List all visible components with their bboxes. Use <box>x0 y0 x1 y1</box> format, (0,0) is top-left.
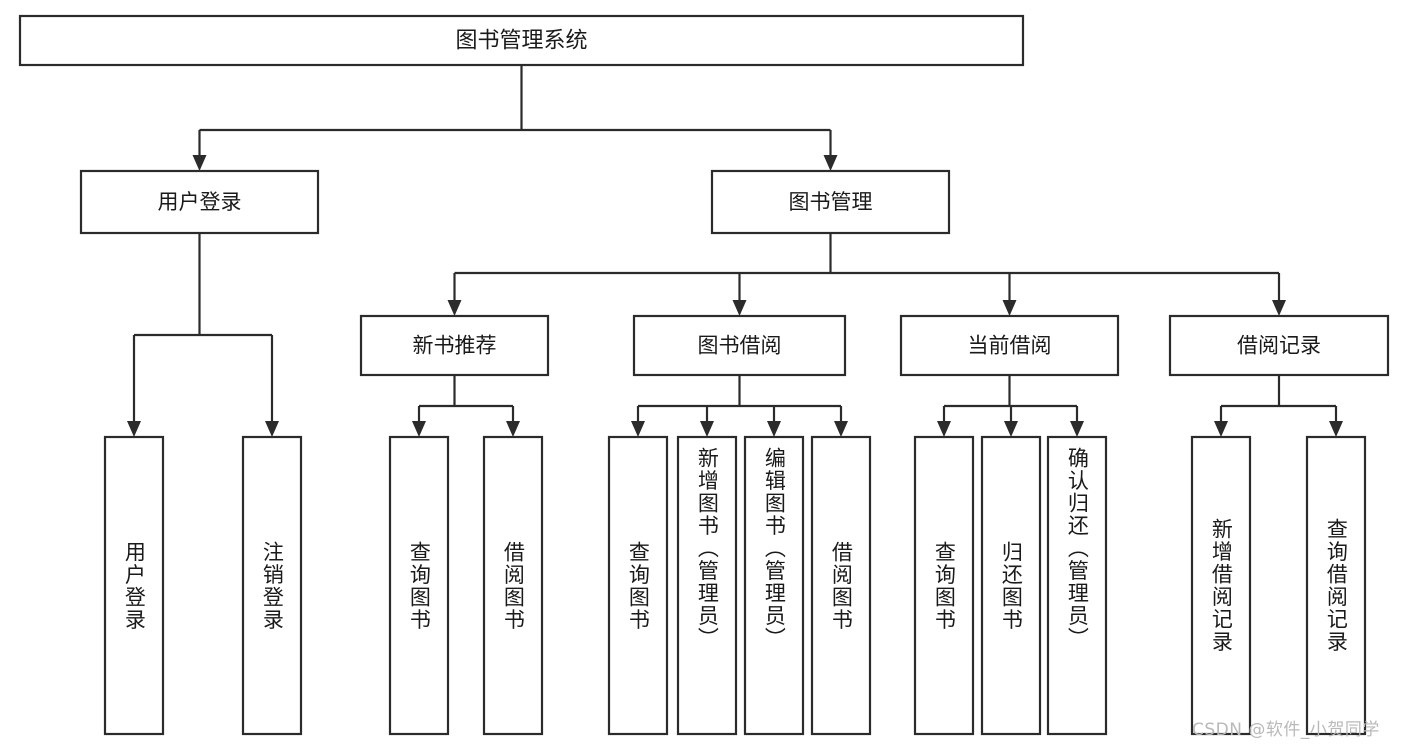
node-label: 用户登录 <box>158 190 242 214</box>
arrow-head-icon <box>767 421 781 437</box>
node-rect <box>388 435 450 736</box>
arrow-head-icon <box>1070 421 1084 437</box>
node-rect <box>743 435 805 736</box>
arrow-head-icon <box>127 421 141 437</box>
node-label: 新书推荐 <box>413 334 497 358</box>
node-rect <box>18 14 1025 67</box>
node-rect <box>899 314 1120 377</box>
arrow-head-icon <box>1272 300 1286 316</box>
arrow-head-icon <box>1002 300 1017 316</box>
node-leaf-0[interactable] <box>103 435 165 736</box>
node-rect <box>79 169 320 235</box>
node-leaf-12[interactable] <box>1305 435 1367 736</box>
node-level2-0[interactable]: 用户登录 <box>79 169 320 235</box>
node-rect <box>1168 314 1390 377</box>
node-label: 图书借阅 <box>698 334 782 358</box>
node-leaf-7[interactable] <box>810 435 872 736</box>
arrow-head-icon <box>192 155 207 171</box>
arrow-head-icon <box>412 421 426 437</box>
node-rect <box>980 435 1042 736</box>
arrow-head-icon <box>447 300 462 316</box>
node-leaf-10[interactable] <box>1046 435 1108 736</box>
arrow-head-icon <box>732 300 747 316</box>
node-rect <box>632 314 847 377</box>
arrow-head-icon <box>700 421 714 437</box>
node-level3-2[interactable]: 当前借阅 <box>899 314 1120 377</box>
node-leaf-3[interactable] <box>482 435 544 736</box>
arrow-head-icon <box>834 421 848 437</box>
node-label: 图书管理 <box>789 190 873 214</box>
node-leaf-1[interactable] <box>241 435 303 736</box>
arrow-head-icon <box>506 421 520 437</box>
arrow-head-icon <box>823 155 838 171</box>
node-rect <box>676 435 738 736</box>
node-rect <box>1046 435 1108 736</box>
node-label: 借阅记录 <box>1237 334 1321 358</box>
node-leaf-8[interactable] <box>913 435 975 736</box>
node-rect <box>710 169 951 235</box>
csdn-watermark: CSDN @软件_小贺同学 <box>1192 720 1380 740</box>
node-level2-1[interactable]: 图书管理 <box>710 169 951 235</box>
node-leaf-4[interactable] <box>607 435 669 736</box>
node-level3-3[interactable]: 借阅记录 <box>1168 314 1390 377</box>
arrow-head-icon <box>265 421 279 437</box>
node-rect <box>103 435 165 736</box>
node-rect <box>1305 435 1367 736</box>
node-level3-1[interactable]: 图书借阅 <box>632 314 847 377</box>
node-leaf-9[interactable] <box>980 435 1042 736</box>
node-rect <box>241 435 303 736</box>
arrow-head-icon <box>1214 421 1228 437</box>
node-rect <box>1190 435 1252 736</box>
node-leaf-5[interactable] <box>676 435 738 736</box>
arrow-head-icon <box>937 421 951 437</box>
node-rect <box>607 435 669 736</box>
node-leaf-2[interactable] <box>388 435 450 736</box>
arrow-head-icon <box>1329 421 1343 437</box>
node-leaf-6[interactable] <box>743 435 805 736</box>
node-root[interactable]: 图书管理系统 <box>18 14 1025 67</box>
node-label: 当前借阅 <box>968 334 1052 358</box>
node-rect <box>913 435 975 736</box>
node-level3-0[interactable]: 新书推荐 <box>359 314 550 377</box>
node-label: 图书管理系统 <box>455 29 587 54</box>
node-rect <box>810 435 872 736</box>
arrow-head-icon <box>631 421 645 437</box>
arrow-head-icon <box>1004 421 1018 437</box>
node-rect <box>482 435 544 736</box>
node-leaf-11[interactable] <box>1190 435 1252 736</box>
node-rect <box>359 314 550 377</box>
